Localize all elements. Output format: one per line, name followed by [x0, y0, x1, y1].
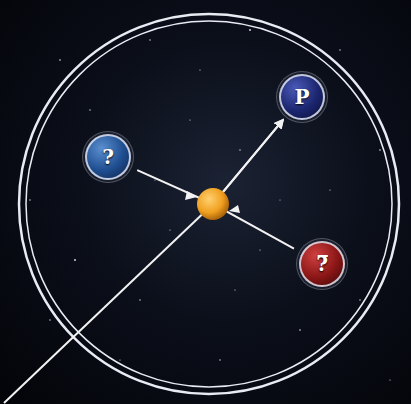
particle-sphere: P: [279, 74, 325, 120]
reaction-arrow: [213, 120, 294, 249]
incoming-arrowhead: [185, 191, 197, 200]
particle-label: ?̅: [316, 253, 328, 275]
collision-sphere: [197, 188, 229, 220]
beam-line: [4, 204, 213, 403]
particle-sphere: ?̅: [299, 241, 345, 287]
particle-sphere: ?: [85, 134, 131, 180]
incoming-arrowhead: [229, 205, 240, 213]
particle-label: ?: [102, 146, 114, 168]
detector-rings: [19, 14, 399, 394]
particle-label: P: [294, 86, 309, 108]
